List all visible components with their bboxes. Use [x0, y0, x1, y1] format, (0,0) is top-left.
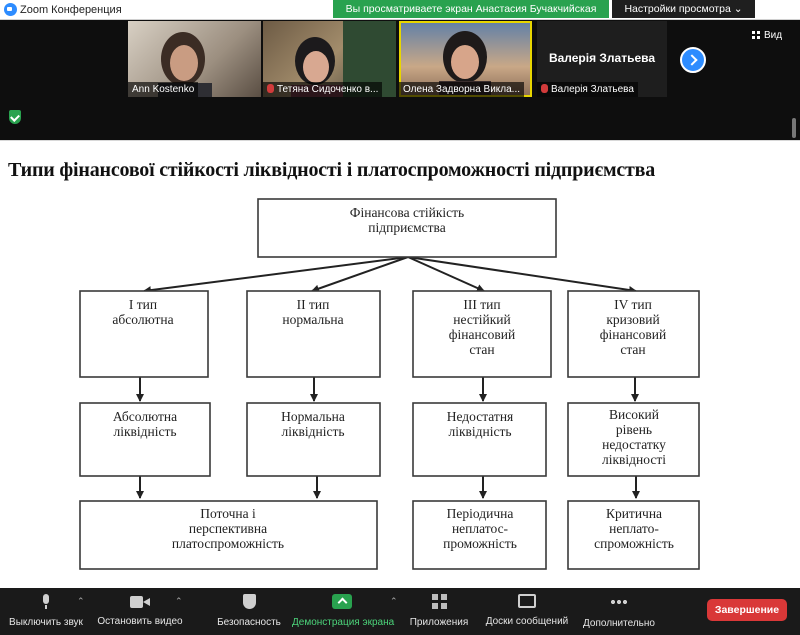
diagram-node-text: нестійкий	[453, 312, 510, 327]
participant-name-label: Олена Задворна Викла...	[399, 82, 525, 97]
security-shield-icon	[242, 594, 256, 609]
participant-name-label: Валерія Златьева	[537, 82, 638, 97]
zoom-logo-icon	[4, 3, 17, 16]
mic-muted-icon	[541, 84, 548, 93]
slide-title: Типи фінансової стійкості ліквідності і …	[8, 159, 656, 181]
participant-name-label: Тетяна Сидоченко в...	[263, 82, 383, 97]
apps-grid-icon	[431, 594, 447, 609]
video-tile-participant-2[interactable]: Тетяна Сидоченко в...	[263, 21, 396, 97]
audio-options-caret-icon[interactable]: ⌃	[77, 596, 85, 606]
participant-name-label: Ann Kostenko	[128, 82, 199, 97]
stop-video-button[interactable]: Остановить видео	[96, 594, 184, 632]
share-screen-button[interactable]: Демонстрация экрана	[292, 594, 394, 632]
next-participants-button[interactable]	[680, 47, 706, 73]
diagram-node-text: ліквідності	[602, 452, 666, 467]
diagram-node-text: Поточна і	[200, 506, 256, 521]
diagram-node-text: IV тип	[614, 297, 652, 312]
diagram-node-text: Високий	[609, 407, 659, 422]
diagram-node-text: неплатос-	[452, 521, 509, 536]
diagram-node-text: Абсолютна	[113, 409, 177, 424]
diagram-node-text: стан	[620, 342, 645, 357]
apps-button[interactable]: Приложения	[406, 594, 472, 632]
connector-root-type-4	[407, 256, 637, 294]
diagram-node-text: Недостатня	[447, 409, 514, 424]
view-options-button[interactable]: Настройки просмотра ⌄	[612, 0, 755, 18]
microphone-icon	[41, 594, 51, 609]
diagram-node-text: проможність	[443, 536, 517, 551]
whiteboard-icon	[518, 594, 536, 608]
diagram-node-text: фінансовий	[600, 327, 667, 342]
security-button[interactable]: Безопасность	[214, 594, 284, 632]
diagram-node-text: фінансовий	[449, 327, 516, 342]
title-bar: Zoom Конференция Вы просматриваете экран…	[0, 0, 800, 20]
end-meeting-button[interactable]: Завершение	[707, 599, 787, 621]
window-title: Zoom Конференция	[20, 4, 122, 16]
security-shield-icon[interactable]	[9, 110, 21, 124]
diagram-node-text: II тип	[297, 297, 330, 312]
diagram-node-text: нормальна	[282, 312, 343, 327]
more-dots-icon	[610, 600, 628, 604]
diagram-node-text: перспективна	[189, 521, 267, 536]
meeting-toolbar: Выключить звук ⌃ Остановить видео ⌃ Безо…	[0, 588, 800, 635]
mute-button[interactable]: Выключить звук	[4, 594, 88, 632]
diagram-node-text: платоспроможність	[172, 536, 284, 551]
diagram-node-text: I тип	[129, 297, 157, 312]
diagram-node-text: Нормальна	[281, 409, 345, 424]
diagram-node-text: ліквідність	[281, 424, 344, 439]
diagram-node-text: Фінансова стійкість	[350, 205, 464, 220]
video-strip: Ann Kostenko Тетяна Сидоченко в... Олена…	[0, 20, 800, 140]
connector-root-type-3	[407, 256, 485, 292]
diagram-node-text: недостатку	[602, 437, 666, 452]
diagram-node-text: ліквідність	[113, 424, 176, 439]
view-options-label: Настройки просмотра	[624, 3, 731, 15]
diagram-node-text: неплато-	[609, 521, 659, 536]
diagram-node-text: спроможність	[594, 536, 674, 551]
connector-root-type-1	[143, 256, 409, 295]
video-tile-participant-3[interactable]: Олена Задворна Викла...	[399, 21, 532, 97]
diagram-node-text: підприємства	[368, 220, 445, 235]
mic-muted-icon	[267, 84, 274, 93]
shared-screen-slide: Типи фінансової стійкості ліквідності і …	[0, 140, 800, 588]
share-screen-icon	[332, 594, 352, 609]
diagram-node-text: III тип	[463, 297, 500, 312]
diagram-node-text: рівень	[616, 422, 652, 437]
video-strip-scrollbar[interactable]	[792, 118, 796, 138]
diagram-node-text: стан	[469, 342, 494, 357]
more-button[interactable]: Дополнительно	[580, 594, 658, 632]
whiteboards-button[interactable]: Доски сообщений	[482, 594, 572, 632]
screen-share-banner: Вы просматриваете экран Анастасия Бучакч…	[333, 0, 609, 18]
diagram-node-text: Періодична	[447, 506, 514, 521]
share-options-caret-icon[interactable]: ⌃	[390, 596, 398, 606]
grid-view-icon	[752, 31, 760, 39]
video-camera-icon	[130, 596, 150, 608]
view-button[interactable]: Вид	[752, 29, 792, 43]
video-options-caret-icon[interactable]: ⌃	[175, 596, 183, 606]
chevron-down-icon: ⌄	[733, 3, 743, 15]
diagram-node-text: ліквідність	[448, 424, 511, 439]
diagram-node-text: кризовий	[606, 312, 659, 327]
video-tile-participant-4[interactable]: Валерія Златьева Валерія Златьева	[537, 21, 667, 97]
participant-big-name: Валерія Златьева	[548, 51, 656, 65]
diagram-node-text: Критична	[606, 506, 662, 521]
video-tile-participant-1[interactable]: Ann Kostenko	[128, 21, 261, 97]
connector-root-type-2	[311, 256, 409, 293]
diagram-node-text: абсолютна	[112, 312, 173, 327]
